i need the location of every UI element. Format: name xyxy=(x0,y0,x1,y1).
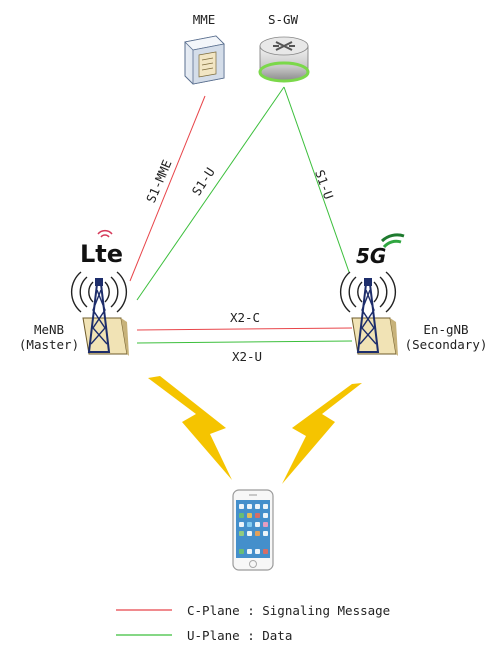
lte-logo-text: Lte xyxy=(80,240,123,268)
x2-c-label: X2-C xyxy=(230,310,260,325)
x2-c-line xyxy=(136,327,353,331)
nr-5g-logo-icon: 5G xyxy=(356,233,405,268)
s1-u-secondary-line xyxy=(283,86,350,273)
s1-mme-label: S1-MME xyxy=(143,158,174,205)
s1-mme-line xyxy=(129,95,206,282)
engnb-tower-icon xyxy=(339,271,398,356)
lte-logo-icon: Lte xyxy=(80,229,123,268)
s1-u-master-line xyxy=(136,86,285,301)
legend-c-plane-label: C-Plane : Signaling Message xyxy=(187,603,390,618)
x2-u-label: X2-U xyxy=(232,349,262,364)
sgw-router-icon xyxy=(258,36,310,83)
lightning-left-icon xyxy=(148,376,232,480)
s1-u-master-label: S1-U xyxy=(189,165,218,198)
menb-tower-icon xyxy=(70,271,129,356)
sgw-label: S-GW xyxy=(268,12,299,27)
menb-label-line2: (Master) xyxy=(19,337,79,352)
nr-5g-logo-text: 5G xyxy=(356,244,386,268)
lightning-right-icon xyxy=(282,383,362,484)
mme-server-icon xyxy=(184,35,225,85)
x2-u-line xyxy=(136,340,353,344)
smartphone-icon xyxy=(232,489,274,571)
s1-u-secondary-label: S1-U xyxy=(312,168,336,201)
legend-u-plane-label: U-Plane : Data xyxy=(187,628,292,643)
legend: C-Plane : Signaling Message U-Plane : Da… xyxy=(116,603,390,643)
engnb-label-line1: En-gNB xyxy=(423,322,468,337)
mme-label: MME xyxy=(193,12,216,27)
engnb-label-line2: (Secondary) xyxy=(405,337,488,352)
menb-label-line1: MeNB xyxy=(34,322,64,337)
